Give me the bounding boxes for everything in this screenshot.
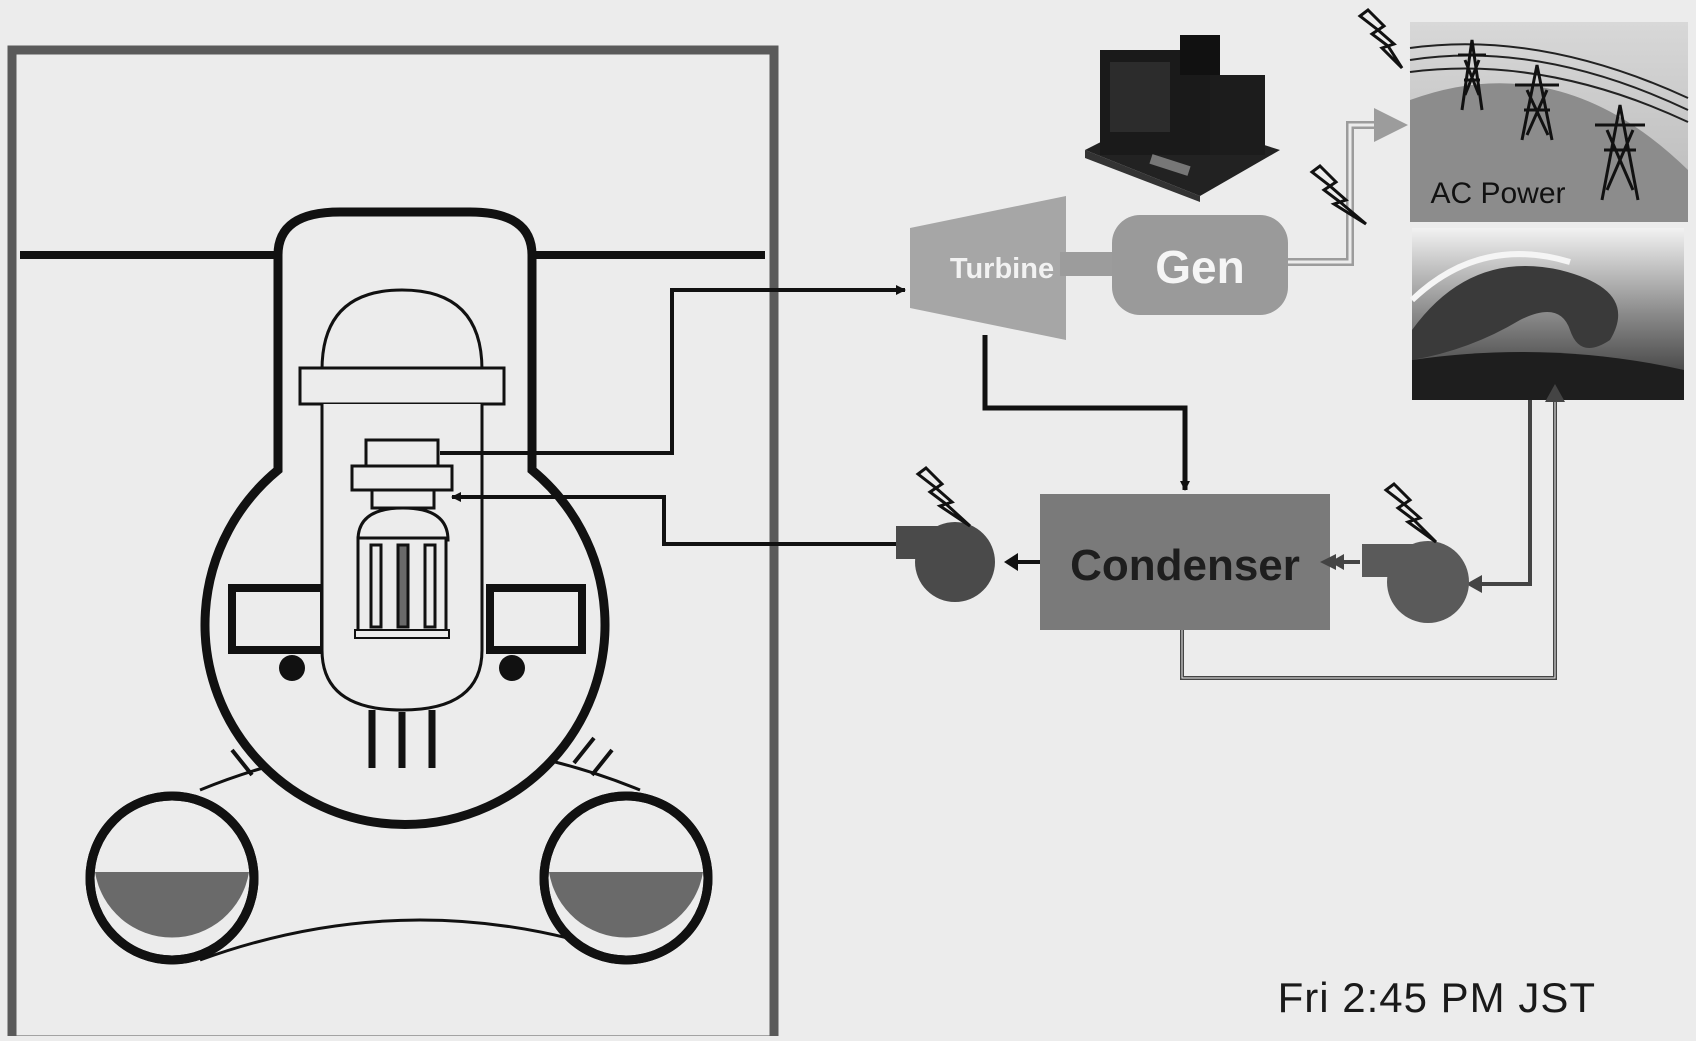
turbine	[910, 196, 1066, 340]
fuel-assembly	[423, 543, 437, 629]
reactor-pressure-vessel	[298, 288, 506, 768]
pool-water-left	[95, 872, 249, 938]
lightning-bolt-icon	[1383, 482, 1438, 544]
vent-pipe-right	[572, 736, 614, 777]
recirc-pump-right	[499, 655, 525, 681]
transmission-tower	[1515, 64, 1559, 141]
diesel-generator-image	[1085, 35, 1280, 202]
vessel-head	[320, 288, 484, 371]
feedwater-pump	[896, 522, 995, 602]
suppression-pool	[85, 736, 713, 965]
fuel-assembly	[369, 543, 383, 629]
seawater-pump	[1362, 541, 1469, 623]
lightning-bolt-icon	[1357, 8, 1404, 70]
vessel-flange	[298, 366, 506, 406]
lightning-bolt-icon	[1309, 164, 1367, 226]
condenser-label: Condenser	[1070, 541, 1300, 590]
sea-return-arrow	[1545, 384, 1565, 402]
turbine-label: Turbine	[950, 253, 1054, 285]
generator-label: Gen	[1155, 241, 1244, 293]
generator	[1112, 215, 1288, 315]
turbine-shaft	[1060, 252, 1118, 276]
condenser-to-pump-arrow	[1004, 553, 1018, 571]
ac-power-image: AC Power	[1409, 22, 1689, 222]
steam-separator	[350, 464, 454, 492]
turbine-generator: Turbine Gen	[910, 196, 1288, 340]
fuel-assembly	[396, 543, 410, 629]
feedwater-line	[451, 492, 898, 546]
condenser: Condenser	[1040, 494, 1330, 630]
tsunami-wave-image	[1409, 228, 1684, 400]
steam-dryer	[364, 438, 440, 468]
transmission-tower	[1458, 39, 1486, 111]
seawater-intake-line	[1474, 400, 1532, 586]
pool-water-right	[549, 872, 703, 938]
main-steam-line	[440, 285, 906, 455]
grid-arrow	[1374, 108, 1408, 142]
timestamp: Fri 2:45 PM JST	[1277, 974, 1596, 1021]
recirc-pump-left	[279, 655, 305, 681]
ac-power-label: AC Power	[1430, 177, 1565, 210]
turbine-exhaust-line	[982, 335, 1190, 491]
transmission-tower	[1595, 104, 1645, 201]
lightning-bolt-icon	[915, 466, 972, 528]
